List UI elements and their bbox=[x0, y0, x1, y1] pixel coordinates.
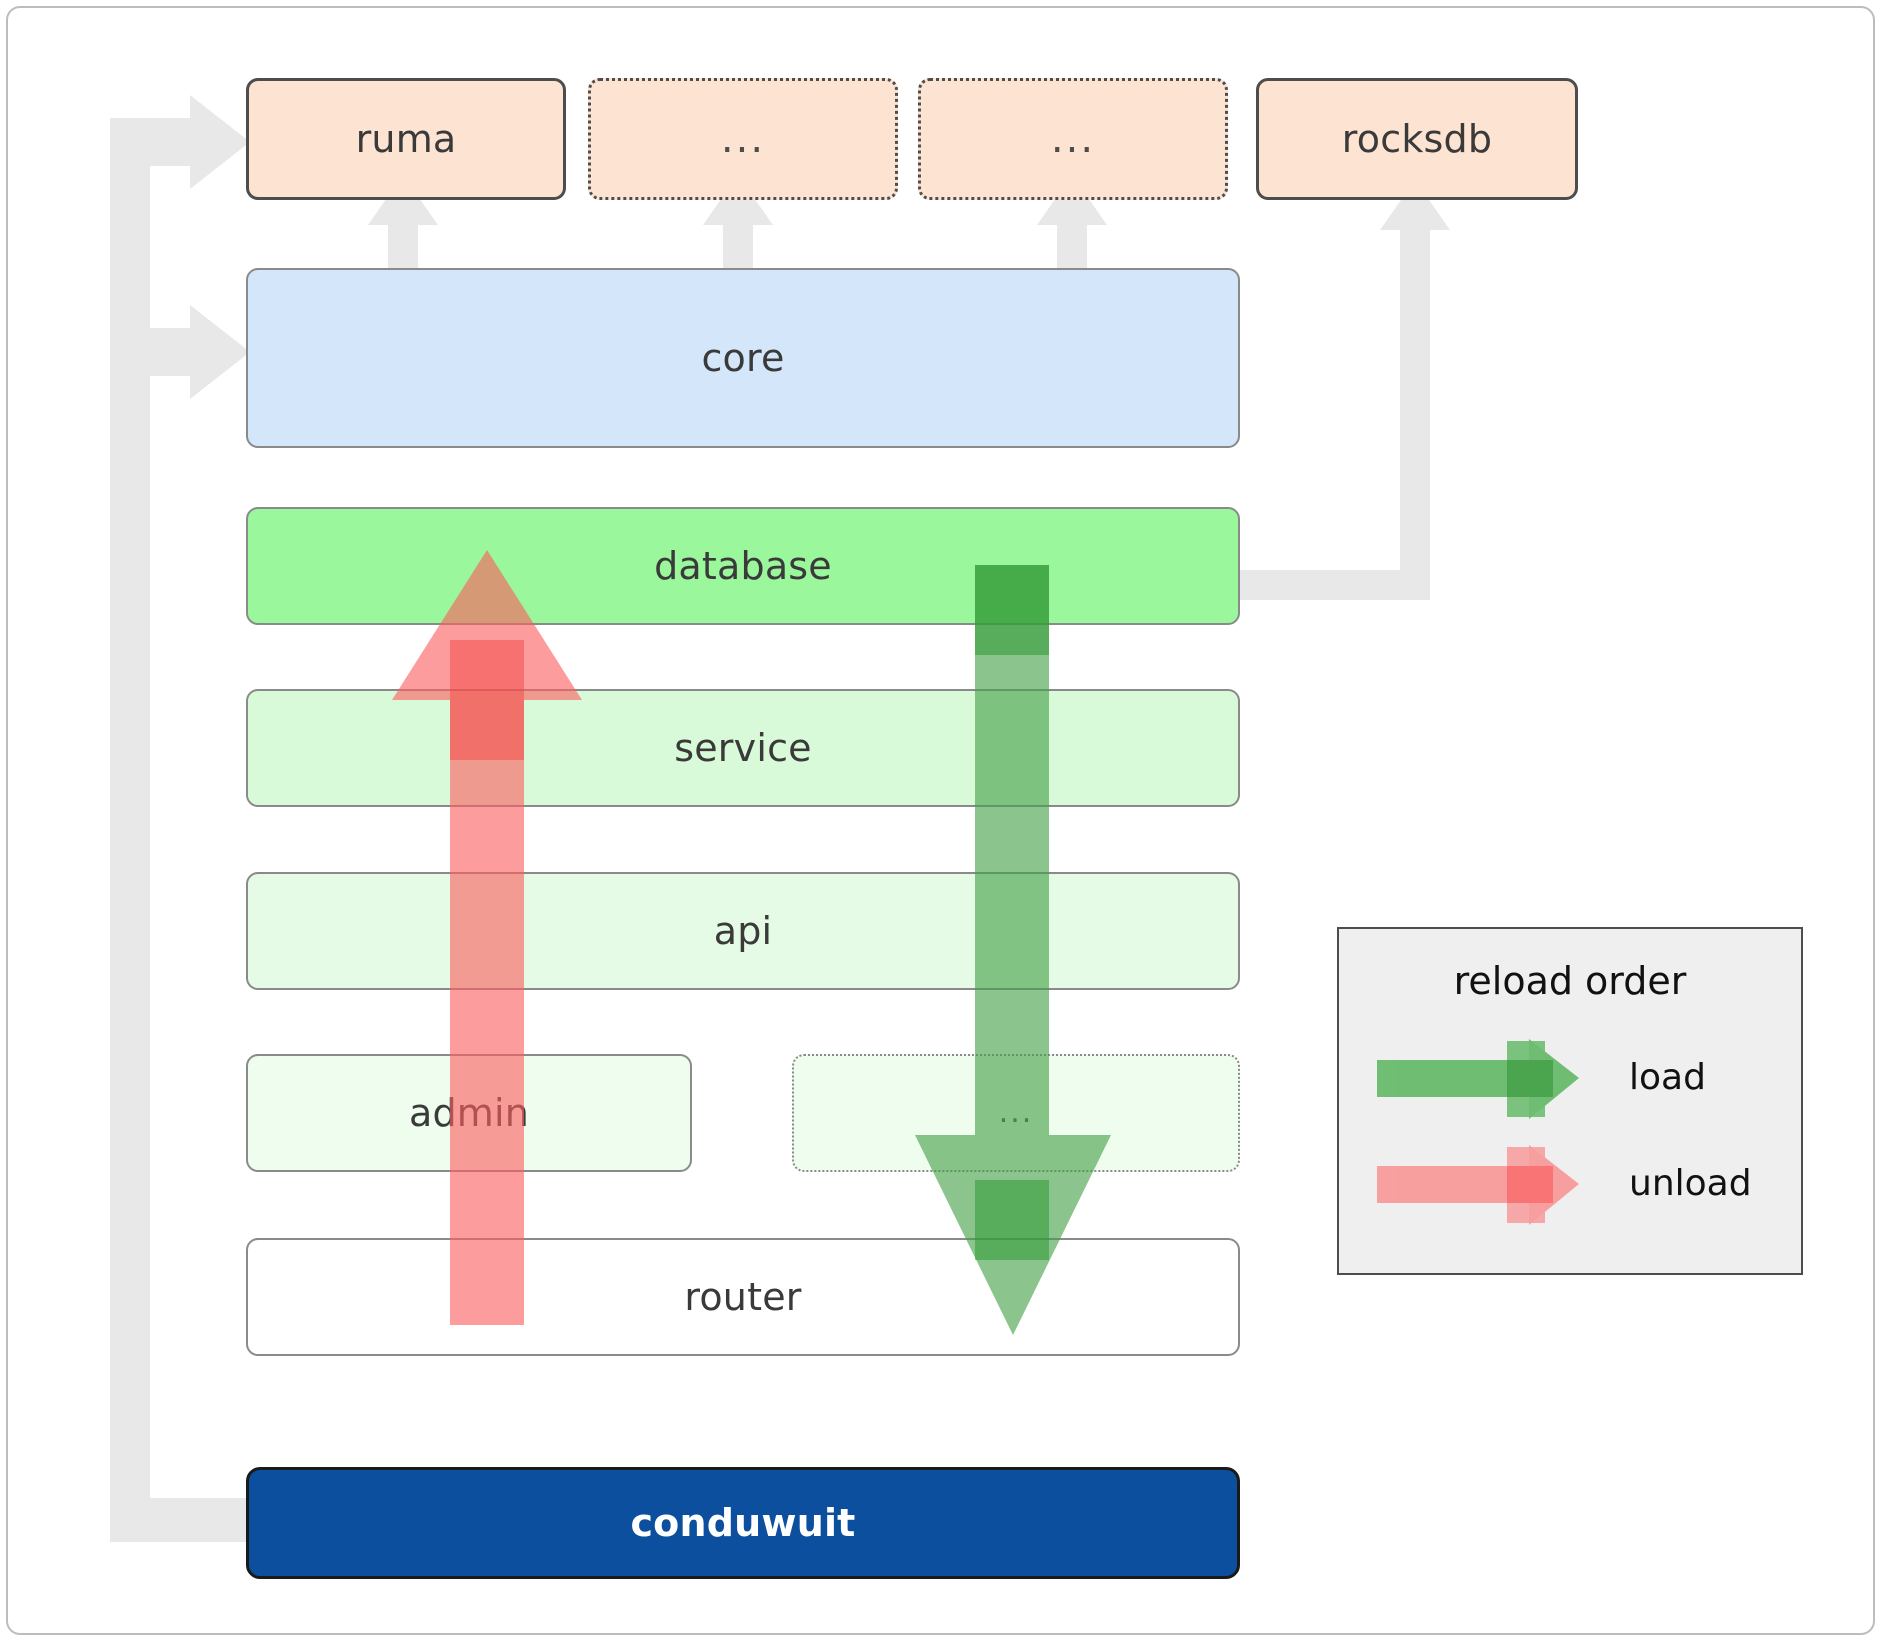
node-ruma-label: ruma bbox=[355, 117, 457, 161]
node-bottom-ellipsis-label: ... bbox=[998, 1095, 1034, 1130]
node-service[interactable]: service bbox=[246, 689, 1240, 807]
node-core-label: core bbox=[701, 336, 785, 380]
node-admin-label: admin bbox=[408, 1091, 530, 1135]
legend-title: reload order bbox=[1453, 959, 1687, 1003]
node-api-label: api bbox=[713, 909, 773, 953]
node-top-ellipsis-2[interactable]: ... bbox=[918, 78, 1228, 200]
node-database[interactable]: database bbox=[246, 507, 1240, 625]
node-database-label: database bbox=[654, 544, 832, 588]
node-top-ellipsis-1[interactable]: ... bbox=[588, 78, 898, 200]
node-conduwuit[interactable]: conduwuit bbox=[246, 1467, 1240, 1579]
node-service-label: service bbox=[674, 726, 812, 770]
legend-panel: reload order load unload bbox=[1337, 927, 1803, 1275]
node-rocksdb[interactable]: rocksdb bbox=[1256, 78, 1578, 200]
diagram-frame bbox=[6, 6, 1875, 1635]
node-top-ellipsis-2-label: ... bbox=[1050, 116, 1096, 162]
legend-unload-arrow-head bbox=[1507, 1166, 1553, 1203]
node-router[interactable]: router bbox=[246, 1238, 1240, 1356]
node-conduwuit-label: conduwuit bbox=[630, 1501, 856, 1545]
node-admin[interactable]: admin bbox=[246, 1054, 692, 1172]
legend-label-load: load bbox=[1629, 1057, 1706, 1098]
legend-label-unload: unload bbox=[1629, 1163, 1752, 1204]
node-router-label: router bbox=[684, 1275, 802, 1319]
legend-load-arrow-head bbox=[1507, 1060, 1553, 1097]
node-api[interactable]: api bbox=[246, 872, 1240, 990]
node-bottom-ellipsis[interactable]: ... bbox=[792, 1054, 1240, 1172]
node-top-ellipsis-1-label: ... bbox=[720, 116, 766, 162]
node-rocksdb-label: rocksdb bbox=[1341, 117, 1493, 161]
legend-swatches bbox=[1377, 1039, 1579, 1225]
node-core[interactable]: core bbox=[246, 268, 1240, 448]
node-ruma[interactable]: ruma bbox=[246, 78, 566, 200]
